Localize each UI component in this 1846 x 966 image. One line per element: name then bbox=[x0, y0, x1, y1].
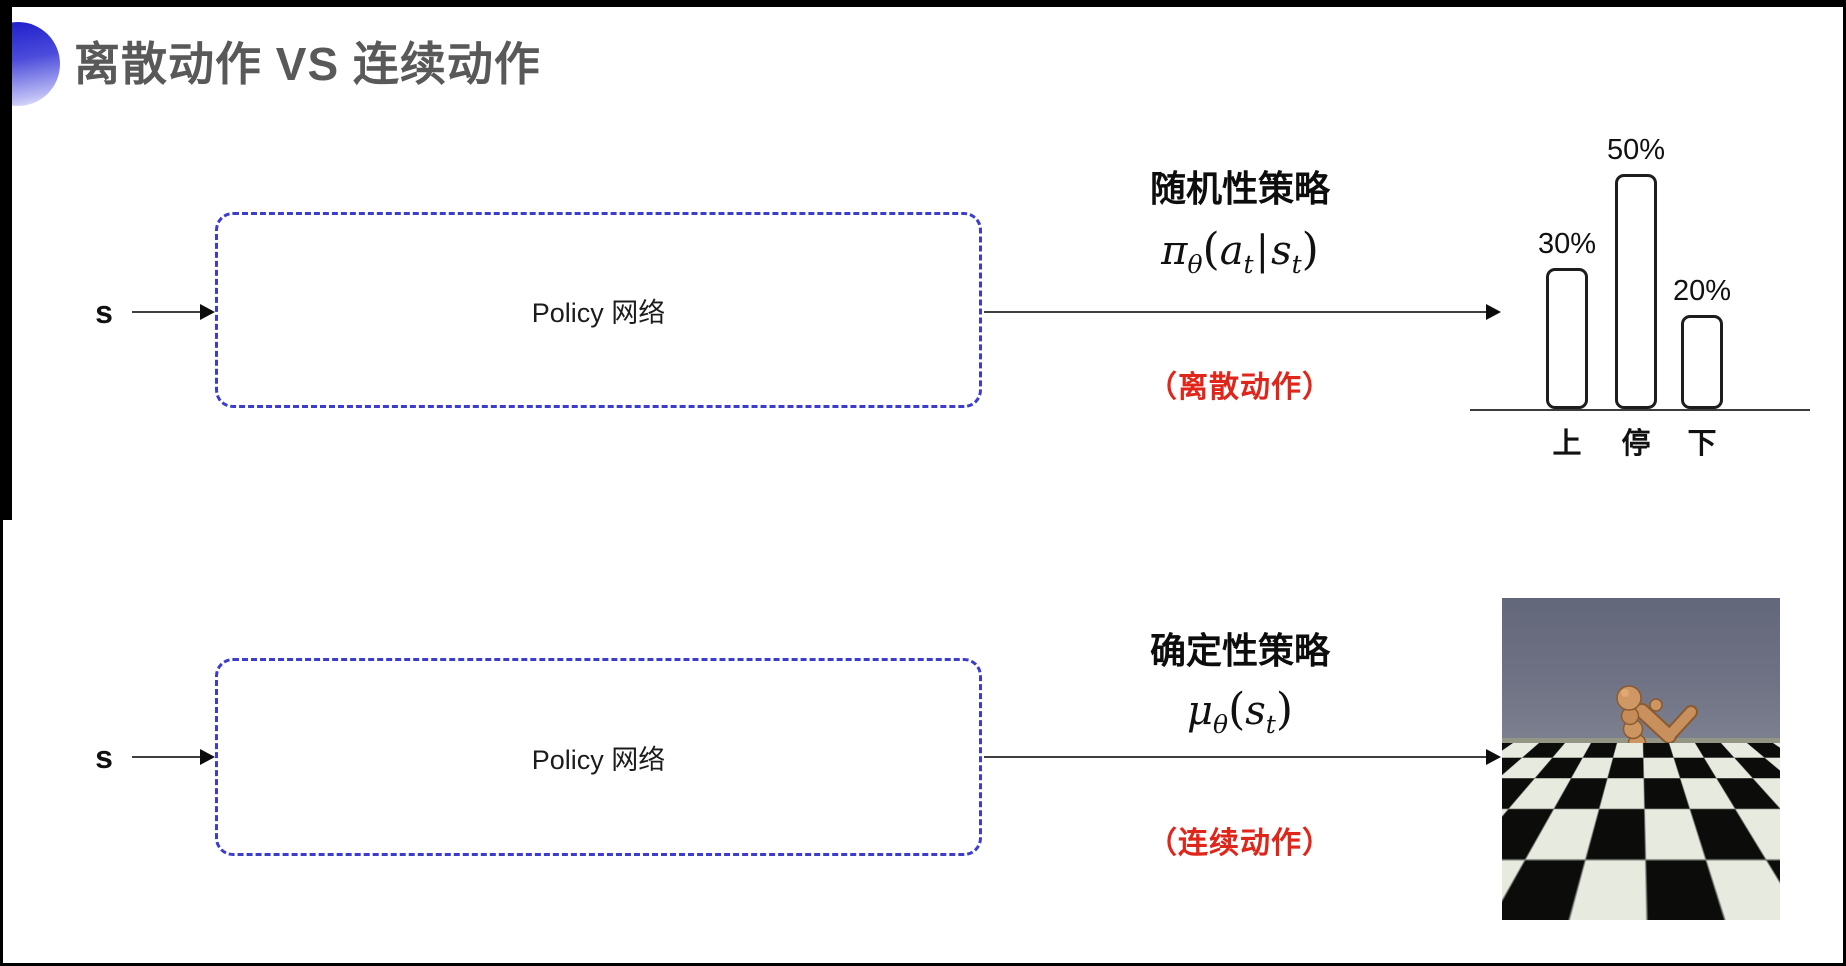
bar-value-label: 50% bbox=[1606, 134, 1666, 166]
policy-type-label-bottom: 确定性策略 bbox=[1149, 630, 1330, 671]
floor-reflection-glow bbox=[1628, 886, 1692, 904]
frame-edge-left bbox=[0, 0, 12, 520]
bar-column: 50% bbox=[1607, 134, 1665, 409]
bar-category-label: 上 bbox=[1552, 428, 1582, 460]
action-type-note-top: （离散动作） bbox=[1147, 371, 1333, 404]
policy-formula-bottom: μθ(st) bbox=[1040, 684, 1440, 737]
bar-category-label: 停 bbox=[1621, 428, 1651, 460]
bar-column: 20% bbox=[1673, 275, 1731, 409]
frame-edge-top bbox=[0, 0, 1846, 7]
arrow-state-to-policy-top bbox=[132, 304, 215, 320]
bar-value-label: 30% bbox=[1537, 228, 1597, 260]
formula-open-paren: ( bbox=[1228, 684, 1246, 735]
formula-close-paren: ) bbox=[1301, 224, 1319, 275]
bar bbox=[1681, 315, 1723, 409]
formula-arg1-subscript: t bbox=[1243, 250, 1254, 279]
formula-arg1-subscript: t bbox=[1265, 710, 1276, 739]
policy-network-label-top: Policy 网络 bbox=[531, 297, 666, 328]
frame-edge-right bbox=[1843, 0, 1846, 966]
formula-open-paren: ( bbox=[1202, 224, 1220, 275]
formula-arg2-subscript: t bbox=[1291, 250, 1302, 279]
formula-symbol-subscript: θ bbox=[1213, 710, 1229, 739]
formula-arg1: s bbox=[1245, 688, 1266, 734]
bar-category-label: 下 bbox=[1687, 428, 1717, 460]
frame-edge-bottom bbox=[0, 963, 1846, 966]
policy-network-box-bottom: Policy 网络 bbox=[215, 658, 982, 856]
formula-arg2: s bbox=[1271, 228, 1292, 274]
action-bar-chart: 30% 上 50% 停 20% 下 bbox=[1468, 118, 1818, 463]
bar-value-label: 20% bbox=[1672, 275, 1732, 307]
arrow-policy-to-output-top bbox=[984, 304, 1501, 320]
bar bbox=[1546, 268, 1588, 409]
formula-arg1: a bbox=[1219, 228, 1244, 274]
humanoid-robot-image bbox=[1502, 598, 1780, 920]
arrow-policy-to-output-bottom bbox=[984, 749, 1501, 765]
state-input-label-top: s bbox=[95, 294, 113, 330]
arrow-state-to-policy-bottom bbox=[132, 749, 215, 765]
page-title: 离散动作 VS 连续动作 bbox=[74, 38, 541, 90]
robot-sky bbox=[1502, 598, 1780, 746]
frame-edge-left bbox=[0, 0, 3, 966]
policy-type-label-top: 随机性策略 bbox=[1149, 168, 1330, 209]
policy-formula-top: πθ(at|st) bbox=[1040, 224, 1440, 277]
formula-symbol-subscript: θ bbox=[1187, 250, 1203, 279]
chart-baseline-axis bbox=[1470, 409, 1810, 411]
policy-network-box-top: Policy 网络 bbox=[215, 212, 982, 408]
formula-close-paren: ) bbox=[1275, 684, 1293, 735]
bar bbox=[1615, 174, 1657, 409]
humanoid-figure bbox=[1585, 685, 1698, 873]
state-input-label-bottom: s bbox=[95, 739, 113, 775]
formula-conditional-bar: | bbox=[1255, 228, 1270, 274]
policy-network-label-bottom: Policy 网络 bbox=[531, 744, 666, 775]
formula-symbol: μ bbox=[1187, 688, 1213, 734]
formula-symbol: π bbox=[1161, 228, 1188, 274]
bar-column: 30% bbox=[1538, 228, 1596, 409]
action-type-note-bottom: （连续动作） bbox=[1147, 827, 1333, 860]
